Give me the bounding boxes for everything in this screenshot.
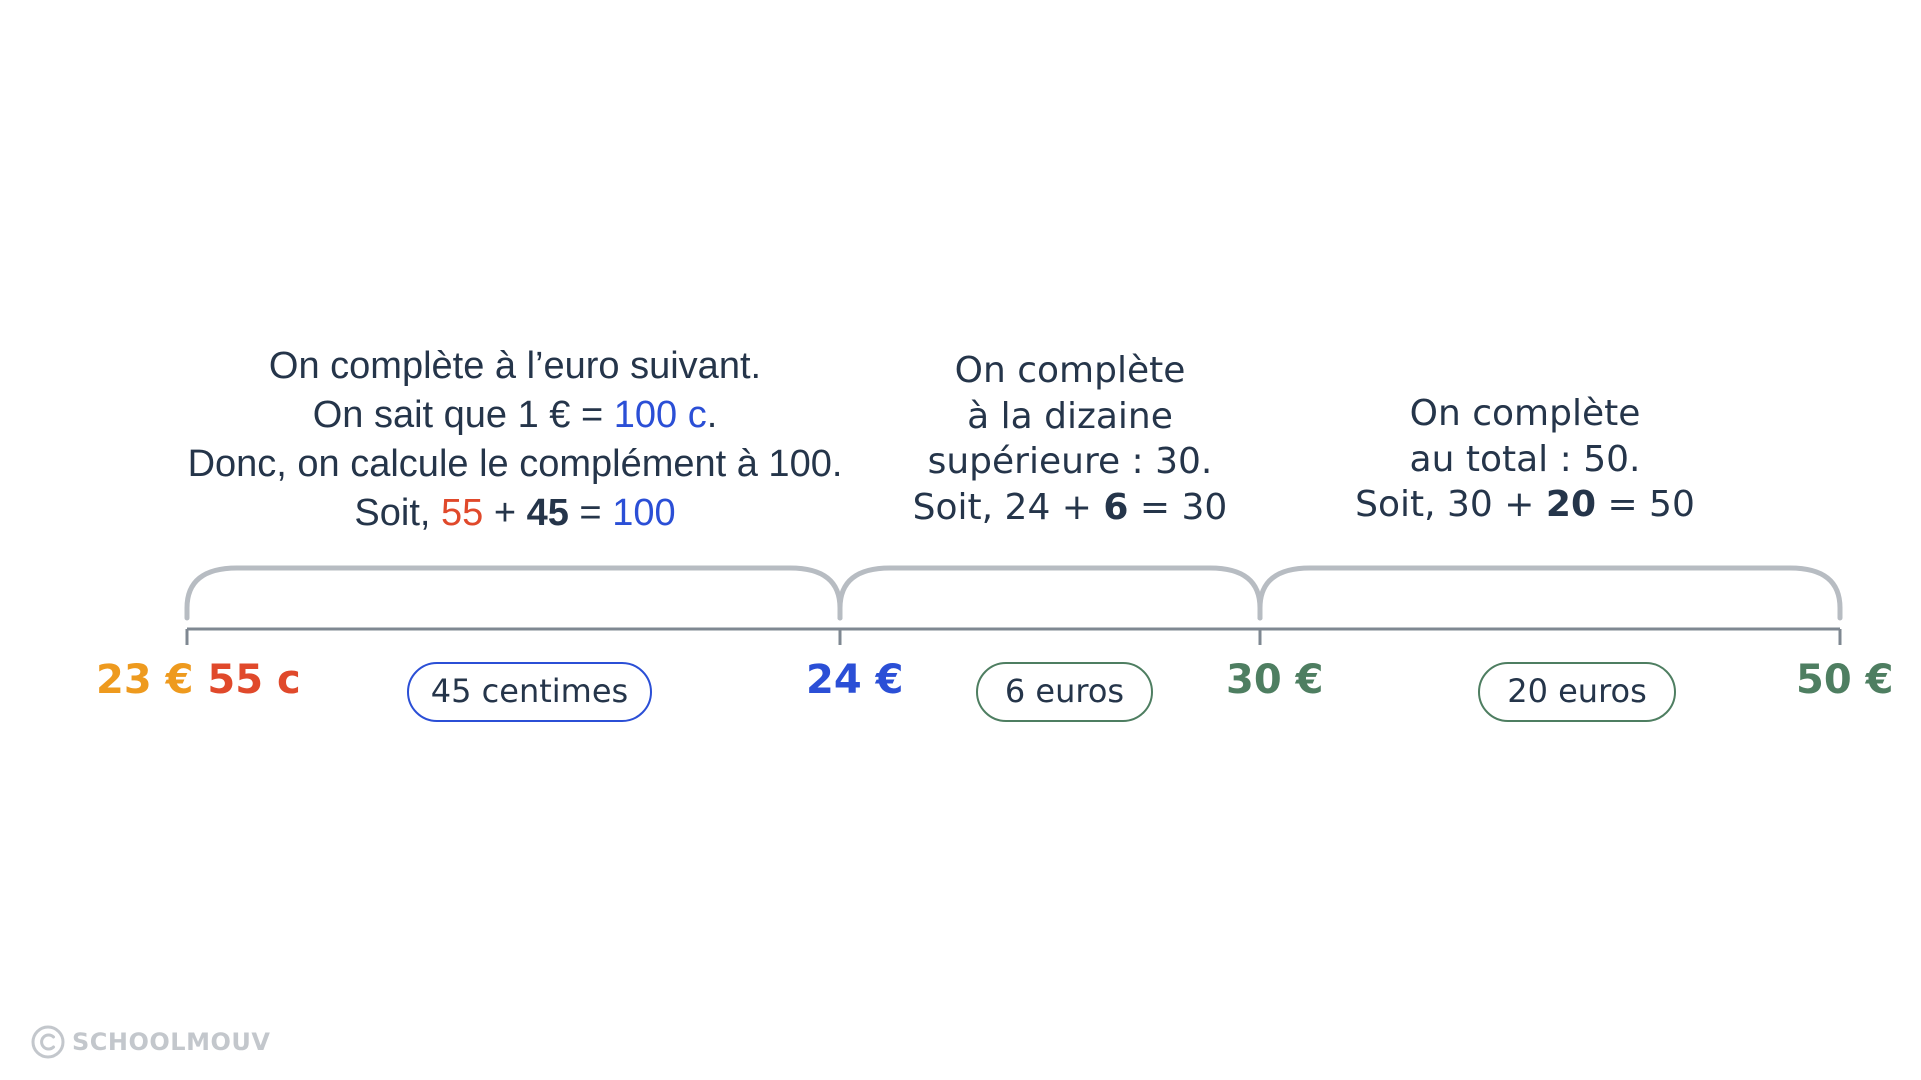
tick-label-24-euros: 24 € <box>806 657 904 703</box>
pill-45-centimes: 45 centimes <box>407 662 652 722</box>
note-2-line-2: à la dizaine <box>967 395 1173 437</box>
note-1-plus: + <box>483 492 527 534</box>
note-3-line-2: au total : 50. <box>1409 438 1641 480</box>
note-1-value-100c: 100 c <box>613 394 707 436</box>
note-1-value-45: 45 <box>526 492 569 534</box>
tick-label-30-euros: 30 € <box>1226 657 1324 703</box>
note-2-line-4: Soit, 24 + 6 = 30 <box>860 485 1280 531</box>
note-3-line-1: On complète <box>1409 393 1641 434</box>
watermark-text: SCHOOLMOUV <box>72 1028 271 1056</box>
brace-3 <box>1257 565 1843 621</box>
note-3-soit: Soit, 30 + <box>1355 484 1546 525</box>
note-1-line-4: Soit, 55 + 45 = 100 <box>150 489 880 538</box>
brace-2 <box>837 565 1263 621</box>
pill-6-euros: 6 euros <box>976 662 1153 722</box>
note-complete-dizaine: On complète à la dizaine supérieure : 30… <box>860 348 1280 530</box>
pill-20-euros: 20 euros <box>1478 662 1676 722</box>
note-1-value-55: 55 <box>441 492 484 534</box>
note-1-soit: Soit, <box>354 492 441 534</box>
note-2-value-6: 6 <box>1103 486 1129 528</box>
note-1-line-2: On sait que 1 € = 100 c. <box>150 391 880 440</box>
tick-label-55-cents: 55 c <box>207 657 301 703</box>
note-3-line-3: Soit, 30 + 20 = 50 <box>1300 482 1750 528</box>
note-2-line-3: supérieure : 30. <box>927 441 1213 482</box>
note-1-value-100: 100 <box>612 492 676 534</box>
note-3-result: = 50 <box>1596 484 1695 525</box>
note-complete-euro: On complète à l’euro suivant. On sait qu… <box>150 342 880 538</box>
note-complete-total: On complète au total : 50. Soit, 30 + 20… <box>1300 391 1750 528</box>
note-1-equals: = <box>568 492 613 534</box>
brace-1 <box>184 565 843 621</box>
note-2-soit: Soit, 24 + <box>912 486 1104 528</box>
note-1-line-3: Donc, on calcule le complément à 100. <box>187 443 843 485</box>
tick-label-23-euros: 23 € <box>96 657 194 703</box>
tick-label-start: 23 € 55 c <box>96 655 301 705</box>
note-1-line-2-text: On sait que 1 € = <box>312 394 614 436</box>
note-2-result: = 30 <box>1128 486 1228 528</box>
note-1-period: . <box>706 394 718 436</box>
schoolmouv-watermark: SCHOOLMOUV <box>30 1022 270 1062</box>
note-1-line-1: On complète à l’euro suivant. <box>268 345 762 387</box>
tick-label-50-euros: 50 € <box>1796 657 1894 703</box>
copyright-icon <box>31 1025 65 1059</box>
note-3-value-20: 20 <box>1545 484 1596 525</box>
note-2-line-1: On complète <box>954 350 1186 391</box>
